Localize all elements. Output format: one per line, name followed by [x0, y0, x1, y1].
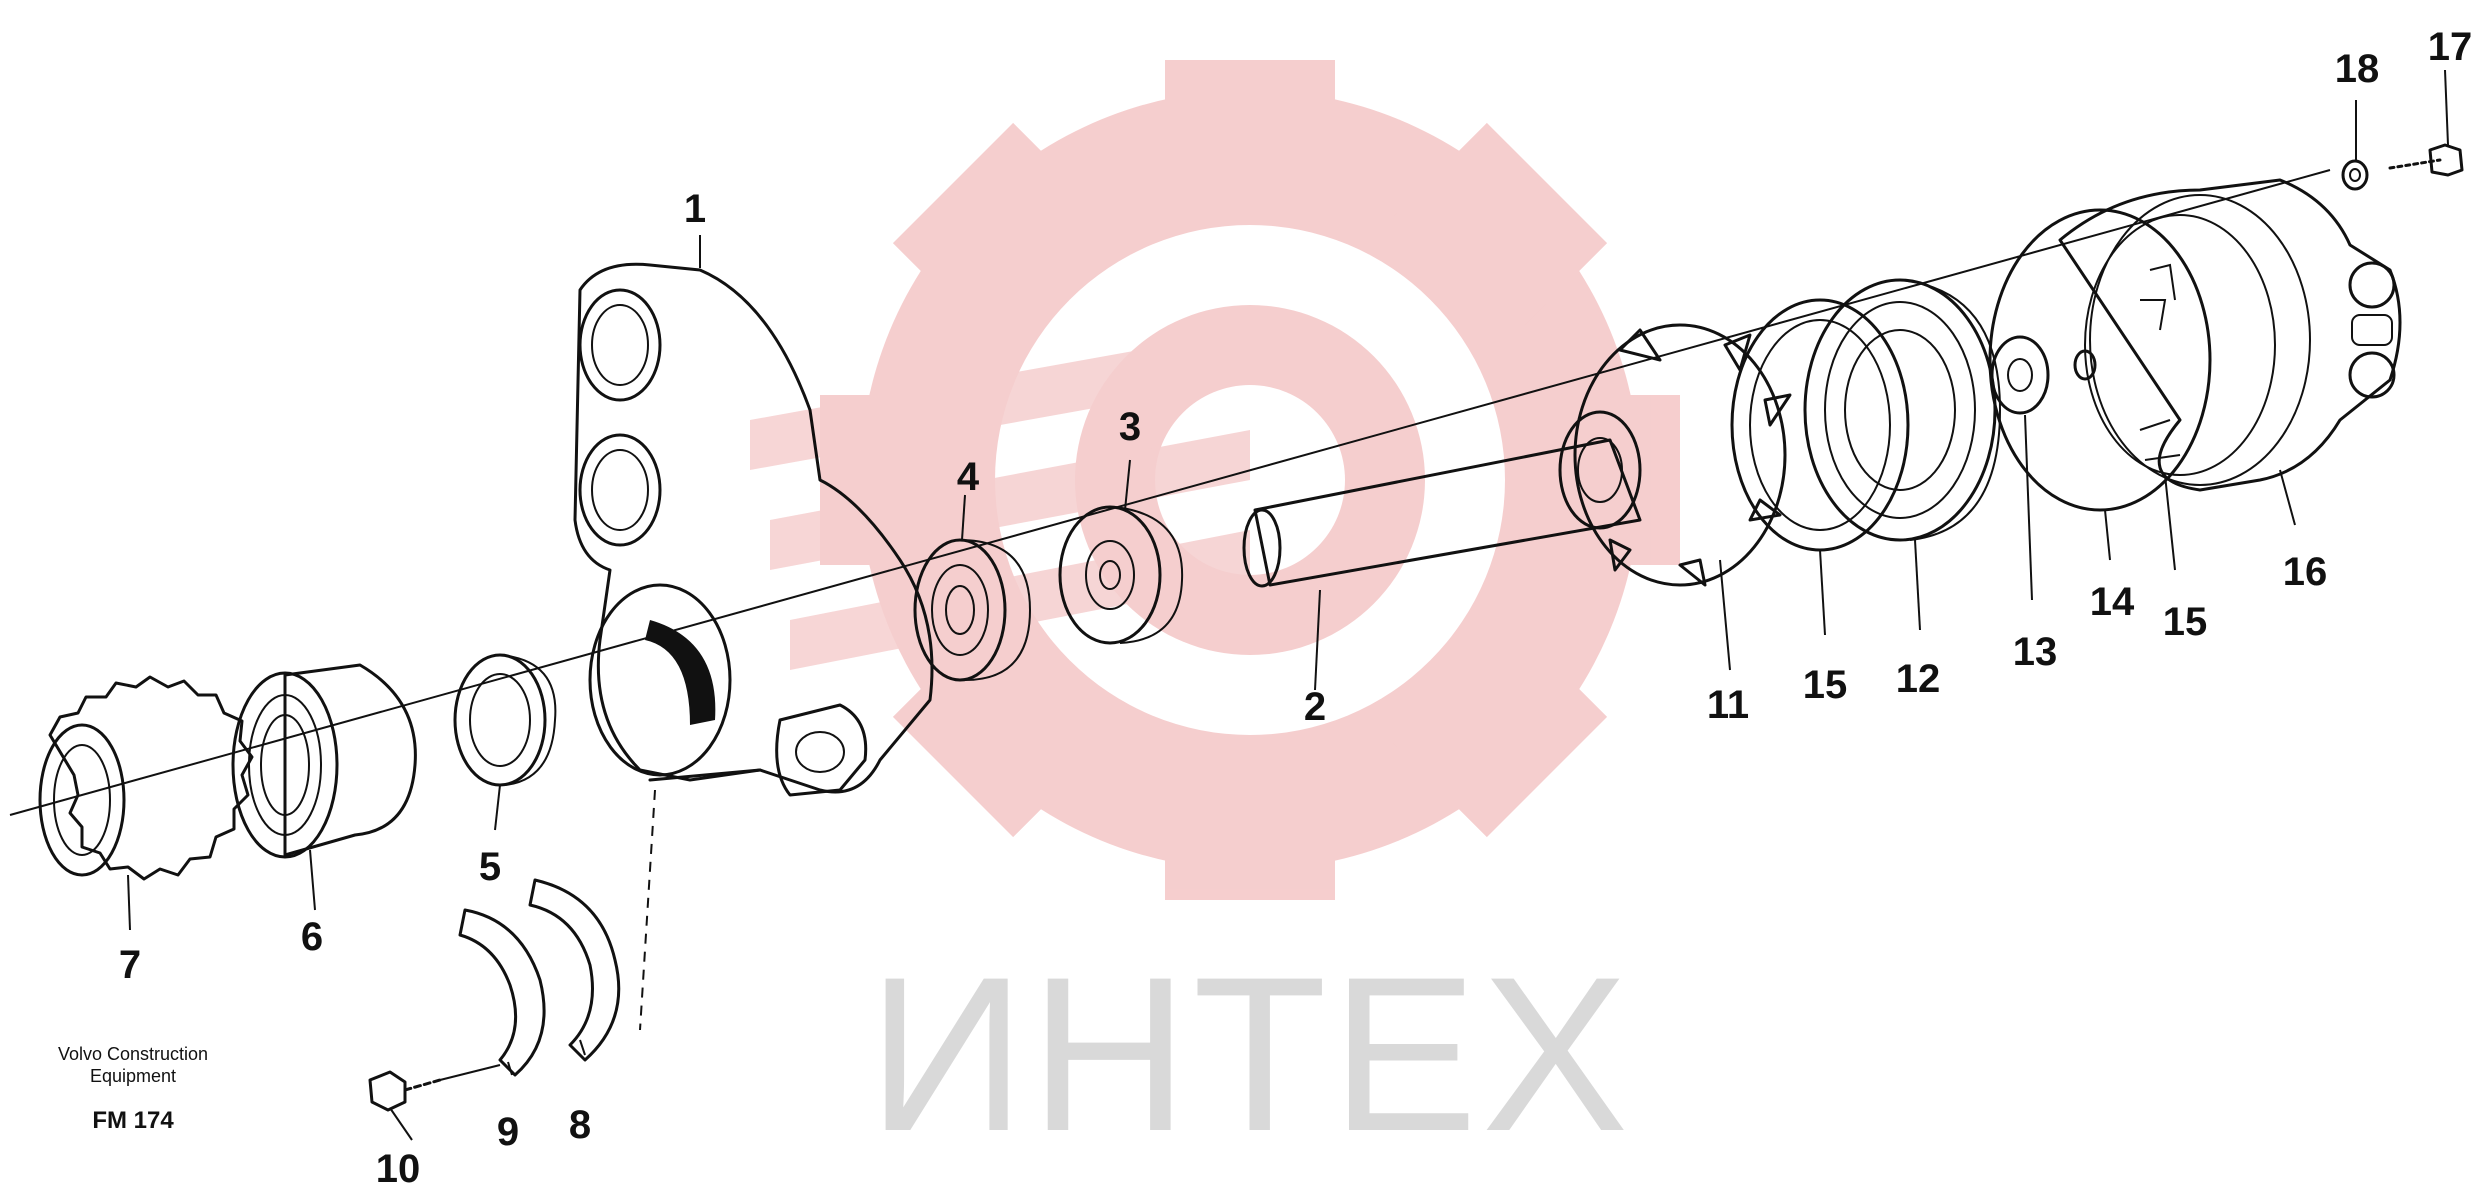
cover-ring-part-icon	[1803, 278, 2002, 542]
housing-part-icon	[573, 262, 934, 797]
gear-part-icon	[38, 675, 254, 881]
leader-lines	[127, 69, 2449, 1141]
label-6: 6	[301, 915, 323, 959]
caption-code: FM 174	[92, 1107, 174, 1134]
label-8: 8	[569, 1103, 591, 1147]
shaft-part-icon	[1242, 438, 1642, 588]
plate-part-icon	[1988, 208, 2212, 512]
watermark-gear-icon	[750, 60, 1680, 900]
label-3: 3	[1119, 405, 1141, 449]
label-5: 5	[479, 845, 501, 889]
label-9: 9	[497, 1110, 519, 1154]
bearing-shell-9-icon	[458, 908, 546, 1077]
part-labels: 1 2 3 4 5 6 7 8 9 10 11 12 13 14 15 15 1…	[119, 25, 2472, 1191]
label-7: 7	[119, 943, 141, 987]
bearing-shell-8-icon	[528, 789, 656, 1062]
screw-part-icon	[368, 1064, 501, 1112]
label-13: 13	[2013, 630, 2058, 674]
figure-caption: Volvo Construction Equipment FM 174	[58, 1044, 208, 1134]
label-16: 16	[2283, 550, 2328, 594]
label-15a: 15	[1803, 663, 1848, 707]
label-17: 17	[2428, 25, 2473, 69]
bolt-part-icon	[2388, 143, 2464, 177]
sleeve-part-icon	[231, 663, 417, 859]
label-18: 18	[2335, 47, 2380, 91]
washer-part-icon	[1058, 505, 1184, 645]
caption-line1: Volvo Construction	[58, 1044, 208, 1064]
outer-housing-part-icon	[2058, 178, 2402, 492]
label-10: 10	[376, 1147, 421, 1191]
label-2: 2	[1304, 685, 1326, 729]
small-washer-part-icon	[1990, 335, 2097, 415]
label-4: 4	[957, 455, 980, 499]
center-axis	[9, 169, 2331, 816]
label-15b: 15	[2163, 600, 2208, 644]
label-1: 1	[684, 187, 706, 231]
bearing-part-icon	[913, 538, 1032, 682]
nut-part-icon	[2341, 159, 2369, 191]
watermark-text: ИНТЕХ	[868, 931, 1633, 1177]
inner-ring-part-icon	[2139, 263, 2181, 461]
impeller-part-icon	[1558, 323, 1792, 587]
seal-ring-part-icon	[453, 653, 557, 787]
label-12: 12	[1896, 657, 1941, 701]
label-14: 14	[2090, 580, 2135, 624]
label-11: 11	[1707, 683, 1749, 727]
caption-line2: Equipment	[90, 1066, 176, 1086]
